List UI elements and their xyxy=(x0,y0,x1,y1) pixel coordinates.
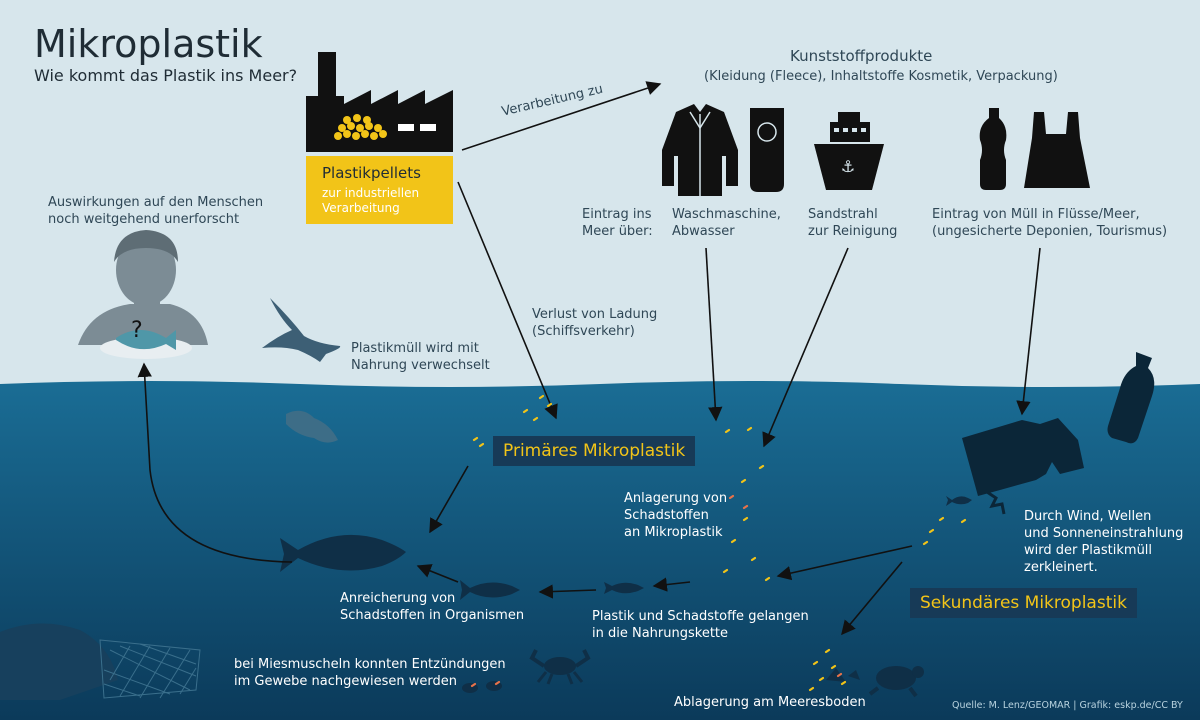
page-title: Mikroplastik xyxy=(34,22,263,66)
arrow-litter xyxy=(1016,247,1041,416)
arrow-cargo-loss xyxy=(457,181,558,420)
badge-secondary-microplastic: Sekundäres Mikroplastik xyxy=(910,588,1137,618)
sinking-bird-icon xyxy=(286,410,338,443)
plastic-bag-icon xyxy=(1024,112,1090,188)
jacket-icon xyxy=(662,104,738,196)
label-sediment: Ablagerung am Meeresboden xyxy=(674,695,866,710)
label-mussels: bei Miesmuscheln konnten Entzündungen im… xyxy=(234,657,506,689)
turtle-icon xyxy=(868,666,924,698)
label-food-chain: Plastik und Schadstoffe gelangen in die … xyxy=(592,609,809,641)
label-products-sub: (Kleidung (Fleece), Inhaltstoffe Kosmeti… xyxy=(704,69,1058,84)
page-subtitle: Wie kommt das Plastik ins Meer? xyxy=(34,66,298,85)
arrow-chain-1 xyxy=(652,577,691,592)
arrow-sandblasting xyxy=(762,247,849,448)
small-fish-icon xyxy=(460,496,972,600)
plastic-bottle-underwater-icon xyxy=(1107,352,1155,444)
label-products-title: Kunststoffprodukte xyxy=(790,47,933,65)
label-sandblasting: Sandstrahl zur Reinigung xyxy=(808,207,898,239)
svg-text:⚓: ⚓ xyxy=(841,157,855,176)
pellets-box xyxy=(306,156,453,224)
sediment-debris xyxy=(826,668,860,682)
crab-icon xyxy=(529,649,591,685)
source-credit: Quelle: M. Lenz/GEOMAR | Grafik: eskp.de… xyxy=(952,700,1183,711)
fish-icon xyxy=(280,534,406,572)
ship-icon: ⚓ xyxy=(814,112,884,190)
microplastic-particles xyxy=(470,394,967,692)
badge-primary-microplastic: Primäres Mikroplastik xyxy=(493,436,696,466)
arrow-primary-to-fish xyxy=(429,465,469,534)
arrow-chain-3 xyxy=(416,564,459,583)
label-entry-via: Eintrag ins Meer über: xyxy=(582,207,653,239)
label-fragmentation: Durch Wind, Wellen und Sonneneinstrahlun… xyxy=(1024,509,1184,575)
question-mark: ? xyxy=(131,318,143,343)
pellets-title: Plastikpellets xyxy=(322,164,421,182)
arrow-chain-2 xyxy=(538,584,597,599)
pellets-subtitle: zur industriellen Verarbeitung xyxy=(322,186,420,215)
label-enrichment: Anreicherung von Schadstoffen in Organis… xyxy=(340,591,525,623)
bird-icon xyxy=(262,298,341,362)
label-food-confusion: Plastikmüll wird mit Nahrung verwechselt xyxy=(351,341,490,373)
bottle-icon xyxy=(979,108,1007,190)
flow-arrows xyxy=(137,81,1041,636)
arrow-secondary-to-seafloor xyxy=(841,561,903,636)
label-pollutant-attach: Anlagerung von Schadstoffen an Mikroplas… xyxy=(624,491,728,540)
label-washing: Waschmaschine, Abwasser xyxy=(672,207,781,239)
plastic-bag-underwater-icon xyxy=(962,418,1084,515)
label-cargo-loss: Verlust von Ladung (Schiffsverkehr) xyxy=(532,307,658,339)
arrow-secondary-to-foodchain xyxy=(776,545,913,581)
label-human-effects: Auswirkungen auf den Menschen noch weitg… xyxy=(48,195,264,227)
arrow-fish-to-human xyxy=(137,362,293,563)
sea xyxy=(0,381,1200,720)
factory-icon xyxy=(306,52,453,152)
arrow-factory-to-products xyxy=(461,81,662,151)
cream-tube-icon xyxy=(750,108,784,192)
person-icon xyxy=(78,230,208,359)
fishing-net-icon xyxy=(0,623,201,700)
arrow-washing xyxy=(705,247,723,422)
label-litter-entry: Eintrag von Müll in Flüsse/Meer, (ungesi… xyxy=(932,207,1168,239)
